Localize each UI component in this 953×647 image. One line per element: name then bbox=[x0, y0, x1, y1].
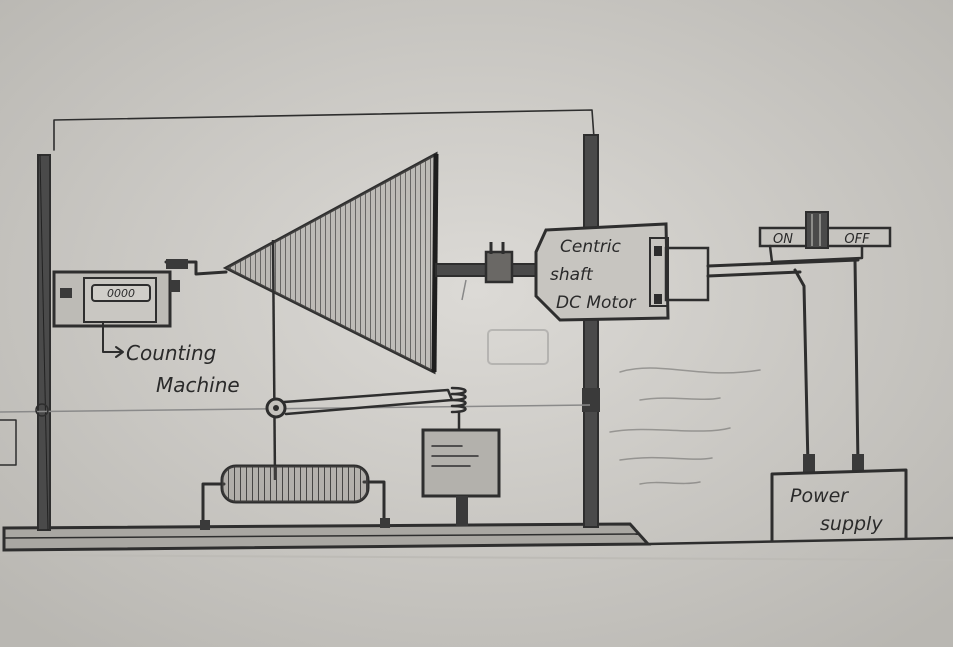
motor-label-2: shaft bbox=[550, 265, 594, 285]
counter-digits: 0000 bbox=[107, 287, 135, 300]
left-stand bbox=[38, 155, 50, 530]
right-stand bbox=[582, 135, 600, 527]
counting-machine-label-1: Counting bbox=[126, 341, 216, 365]
motor-label-3: DC Motor bbox=[556, 293, 636, 313]
counting-machine: 0000 bbox=[54, 272, 180, 326]
switch-off-label: OFF bbox=[844, 232, 870, 247]
power-supply-label-2: supply bbox=[820, 513, 883, 535]
switch-on-label: ON bbox=[773, 232, 793, 247]
counting-machine-label-2: Machine bbox=[156, 373, 240, 397]
motor-label-1: Centric bbox=[560, 237, 621, 257]
power-supply-label-1: Power bbox=[790, 485, 849, 507]
